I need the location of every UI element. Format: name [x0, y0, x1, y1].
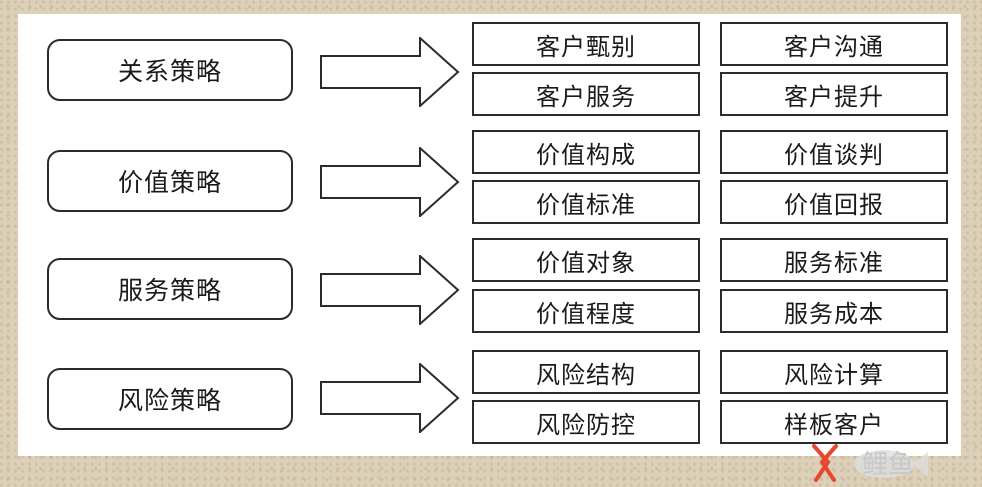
item-box: 价值标准: [472, 180, 700, 224]
item-box: 价值谈判: [720, 130, 948, 174]
right-arrow-icon: [320, 363, 460, 433]
right-arrow-icon: [320, 37, 460, 107]
item-box: 价值对象: [472, 238, 700, 282]
watermark-text: 鲤鱼: [862, 450, 914, 480]
item-box: 风险防控: [472, 400, 700, 444]
strategy-box-risk: 风险策略: [47, 368, 293, 430]
item-box: 客户服务: [472, 72, 700, 116]
item-box: 价值构成: [472, 130, 700, 174]
right-arrow-icon: [320, 255, 460, 325]
item-box: 样板客户: [720, 400, 948, 444]
watermark-logo: 鲤鱼: [812, 444, 928, 482]
item-box: 价值回报: [720, 180, 948, 224]
item-box: 客户沟通: [720, 22, 948, 66]
strategy-box-value: 价值策略: [47, 150, 293, 212]
item-box: 风险计算: [720, 350, 948, 394]
item-box: 服务成本: [720, 289, 948, 333]
item-box: 价值程度: [472, 289, 700, 333]
item-box: 风险结构: [472, 350, 700, 394]
item-box: 服务标准: [720, 238, 948, 282]
strategy-box-service: 服务策略: [47, 258, 293, 320]
right-arrow-icon: [320, 147, 460, 217]
item-box: 客户甄别: [472, 22, 700, 66]
strategy-box-relationship: 关系策略: [47, 39, 293, 101]
item-box: 客户提升: [720, 72, 948, 116]
